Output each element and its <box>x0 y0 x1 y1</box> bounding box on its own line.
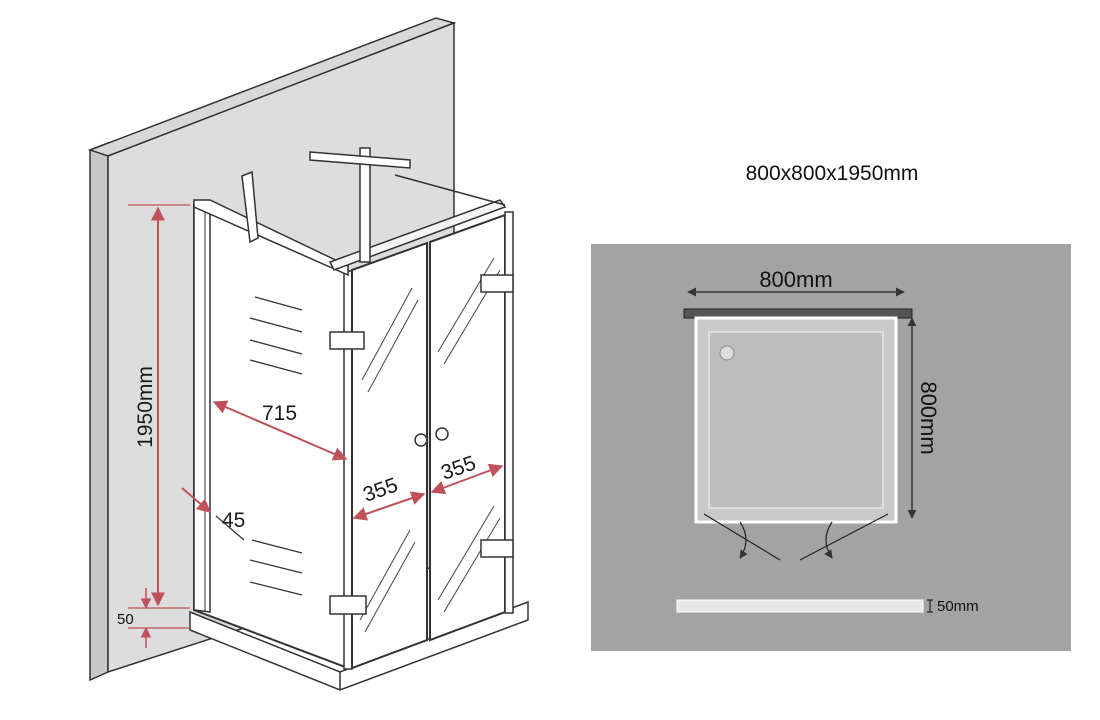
plan-width-dimension: 800mm <box>687 267 905 297</box>
side-glass-panel <box>193 203 349 670</box>
side-width-dimension: 715 <box>212 400 348 461</box>
handle-right <box>435 427 449 441</box>
side-width-label: 715 <box>262 402 297 425</box>
left-door-panel <box>351 241 428 670</box>
door-swing <box>703 513 889 561</box>
shower-tray <box>189 600 529 691</box>
plan-view: 800mm 800mm 50mm <box>591 244 1071 651</box>
tray-height-dimension: 50 <box>117 588 190 648</box>
handle-left <box>414 433 428 447</box>
ceiling-support-bar <box>309 147 411 263</box>
height-label: 1950mm <box>134 366 157 448</box>
offset-dimension: 45 <box>181 487 245 541</box>
right-wall-post <box>504 211 514 614</box>
hinge-side-upper <box>329 331 365 350</box>
hinges <box>329 274 514 615</box>
tray-height-label: 50 <box>117 611 134 628</box>
tray-profile: 50mm <box>676 598 979 615</box>
wall-support-bar <box>241 170 259 244</box>
plan-width-label: 800mm <box>759 267 832 292</box>
drain <box>719 345 735 361</box>
top-rail <box>193 174 507 277</box>
iso-view: 1950mm 50 715 45 355 355 <box>87 17 529 691</box>
height-dimension: 1950mm <box>128 204 190 609</box>
plan-depth-label: 800mm <box>916 381 941 454</box>
plan-depth-dimension: 800mm <box>907 317 941 519</box>
hinge-right-lower <box>480 539 514 558</box>
offset-label: 45 <box>222 509 245 532</box>
hinge-side-lower <box>329 595 367 615</box>
frosted-stripes-upper <box>249 296 303 375</box>
door-handles <box>414 427 449 447</box>
frosted-stripes-lower <box>249 539 303 596</box>
dimensions-title: 800x800x1950mm <box>746 162 919 185</box>
tray-profile-label: 50mm <box>937 598 979 615</box>
hinge-right-upper <box>480 274 514 293</box>
plan-tray <box>694 316 898 524</box>
